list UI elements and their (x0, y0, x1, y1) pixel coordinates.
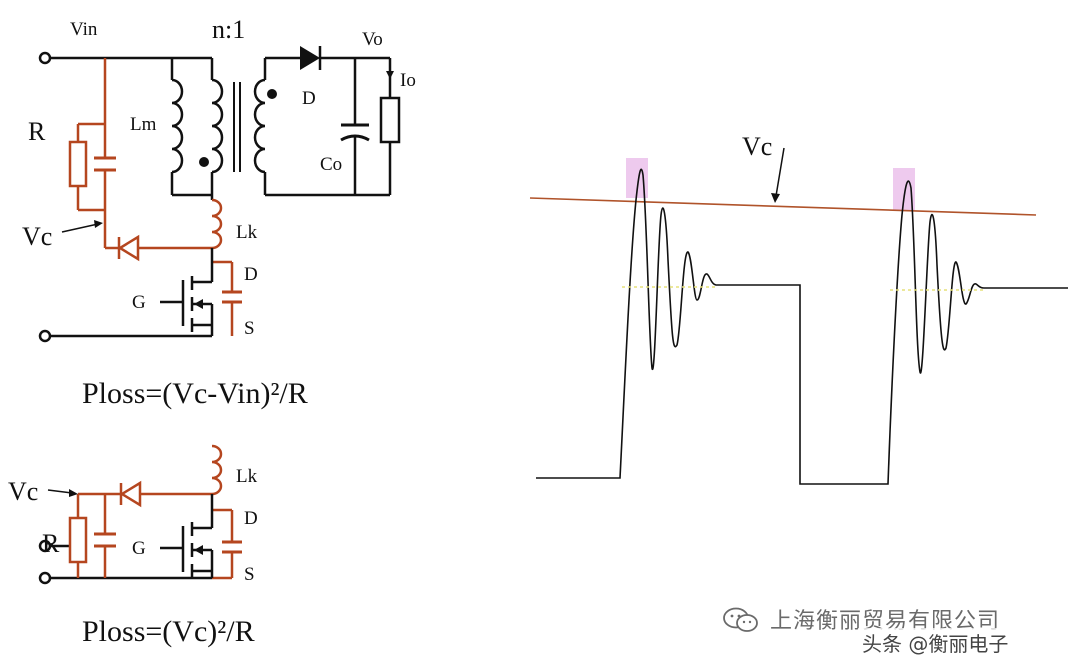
bottom-terminal-2 (38, 571, 52, 585)
lm-inductor (171, 78, 184, 174)
top-circuit (38, 51, 214, 343)
primary-dot (199, 157, 209, 167)
vc-pointer-bottom-line (47, 489, 73, 494)
label-s-top: S (244, 318, 255, 339)
vc-clamp-line (529, 197, 1037, 216)
label-vc-bottom: Vc (8, 477, 38, 506)
label-lk-bottom: Lk (236, 466, 258, 487)
label-d-out: D (302, 88, 316, 109)
label-vc-top: Vc (22, 222, 52, 251)
mosfet-arrow-top (194, 299, 203, 309)
formula-bottom: Ploss=(Vc)²/R (82, 615, 255, 648)
load-resistor (379, 96, 401, 144)
label-lm: Lm (130, 114, 157, 135)
lk-inductor-bottom (211, 444, 223, 496)
label-d-top: D (244, 264, 258, 285)
label-io: Io (400, 70, 416, 91)
mosfet-bottom (160, 494, 214, 578)
label-g-bottom: G (132, 538, 146, 559)
formula-top: Ploss=(Vc-Vin)²/R (82, 377, 308, 410)
bottom-circuit (38, 539, 212, 585)
lk-inductor-top (211, 198, 223, 250)
snubber-diode (117, 234, 140, 262)
mosfet-arrow-bottom (194, 545, 203, 555)
io-arrow (386, 71, 394, 79)
vds-waveform (536, 168, 1068, 485)
watermark-source: 头条 @衡丽电子 (858, 628, 1013, 657)
mosfet-top (160, 248, 214, 336)
secondary-dot (267, 89, 277, 99)
wechat-icon (723, 607, 758, 632)
peak-highlight-2 (893, 168, 915, 210)
label-vin: Vin (70, 19, 98, 40)
label-co: Co (320, 154, 342, 175)
secondary-winding (253, 78, 266, 174)
vc-waveform-pointer (775, 147, 785, 197)
label-ratio: n:1 (212, 15, 245, 44)
label-r-bottom: R (42, 529, 60, 558)
peak-highlight-1 (626, 158, 648, 198)
snubber-network (76, 58, 234, 336)
label-lk-top: Lk (236, 222, 258, 243)
label-r: R (28, 117, 46, 146)
snubber-resistor (68, 140, 88, 188)
label-g-top: G (132, 292, 146, 313)
co-plate-bottom (340, 134, 370, 142)
vin-terminal (38, 51, 52, 65)
output-diode (300, 46, 320, 70)
primary-winding (211, 78, 224, 174)
label-vo: Vo (362, 29, 383, 50)
vc-pointer-head (94, 220, 103, 228)
label-s-bottom: S (244, 564, 255, 585)
bottom-resistor (68, 516, 88, 564)
vc-pointer-bottom-head (69, 489, 78, 497)
label-d-bottom: D (244, 508, 258, 529)
vc-pointer-line (61, 223, 99, 233)
ground-terminal (38, 329, 52, 343)
bottom-diode (119, 480, 142, 508)
bottom-snubber (76, 492, 234, 580)
vc-waveform-pointer-head (771, 193, 780, 203)
label-vc-waveform: Vc (742, 132, 772, 161)
